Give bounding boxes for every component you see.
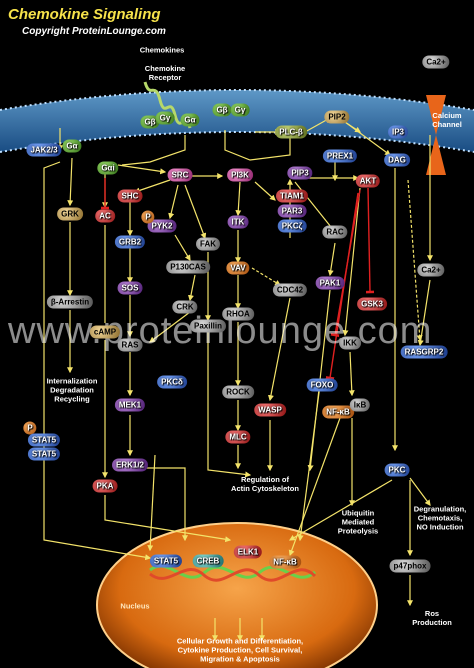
- ikb-node: IκB: [349, 398, 371, 412]
- phospho-node: P: [141, 210, 155, 224]
- pkc-delta-node: PKCδ: [157, 375, 187, 389]
- rac-node: RAC: [322, 225, 348, 239]
- g-beta2-node: Gβ: [212, 103, 232, 117]
- ip3-node: IP3: [387, 125, 409, 139]
- foxo-node: FOXO: [306, 378, 338, 392]
- paxillin-node: Paxillin: [189, 319, 227, 333]
- nuclear-nfkb-node: NF-κB: [269, 555, 301, 569]
- crk-node: CRK: [172, 300, 198, 314]
- dag-node: DAG: [384, 153, 410, 167]
- nuclear-elk1-node: ELK1: [233, 545, 263, 559]
- g-alpha-i-node: Gαi: [97, 161, 119, 175]
- chemokine-receptor-label: Chemokine Receptor: [144, 64, 186, 82]
- sos-node: SOS: [117, 281, 143, 295]
- mlc-node: MLC: [225, 430, 251, 444]
- g-gamma2-node: Gγ: [230, 103, 250, 117]
- pi3k-node: PI3K: [227, 168, 253, 182]
- calcium-channel-label: Calcium Channel: [432, 111, 462, 129]
- nuclear-creb-node: CREB: [192, 554, 224, 568]
- ras-node: RAS: [117, 338, 143, 352]
- pkc-node: PKC: [384, 463, 410, 477]
- pip3-node: PIP3: [287, 166, 313, 180]
- plcb-node: PLC-β: [275, 125, 307, 139]
- chemokines-label: Chemokines: [139, 45, 185, 55]
- degranulation-label: Degranulation, Chemotaxis, NO Induction: [413, 504, 467, 532]
- rock-node: ROCK: [222, 385, 254, 399]
- erk-node: ERK1/2: [111, 458, 149, 472]
- pka-node: PKA: [92, 479, 118, 493]
- nfkb-node: NF-κB: [322, 405, 354, 419]
- gsk3-node: GSK3: [357, 297, 387, 311]
- p47phox-node: p47phox: [389, 559, 431, 573]
- grk-node: GRK: [57, 207, 83, 221]
- pak1-node: PAK1: [315, 276, 345, 290]
- shc-node: SHC: [117, 189, 143, 203]
- stat5-node-b: STAT5: [27, 447, 61, 461]
- internalization-label: Internalization Degradation Recycling: [46, 376, 98, 404]
- diagram-title: Chemokine Signaling: [8, 6, 161, 23]
- itk-node: ITK: [227, 215, 249, 229]
- camp-node: cAMP: [89, 325, 121, 339]
- fak-node: FAK: [196, 237, 220, 251]
- par3-node: PAR3: [277, 204, 307, 218]
- g-alpha-node: Gα: [62, 139, 82, 153]
- cdc42-node: CDC42: [272, 283, 308, 297]
- ikk-node: IKK: [339, 336, 361, 350]
- g-gamma-node: Gγ: [155, 111, 175, 125]
- pkc-zeta-node: PKCζ: [277, 219, 307, 233]
- grb2-node: GRB2: [114, 235, 146, 249]
- nucleus-label: Nucleus: [120, 601, 150, 611]
- g-alpha-membrane-node: Gα: [180, 113, 200, 127]
- pyk2-node: PYK2: [147, 219, 177, 233]
- wasp-node: WASP: [254, 403, 286, 417]
- stat5-phospho-node: P: [23, 421, 37, 435]
- ros-production-label: Ros Production: [412, 609, 452, 627]
- pip2-node: PIP2: [324, 110, 350, 124]
- actin-regulation-label: Regulation of Actin Cytoskeleton: [231, 475, 299, 493]
- nuclear-stat5-node: STAT5: [149, 554, 183, 568]
- prex1-node: PREX1: [322, 149, 358, 163]
- g-beta-node: Gβ: [140, 115, 160, 129]
- akt-node: AKT: [355, 174, 381, 188]
- mek1-node: MEK1: [114, 398, 146, 412]
- src-node: SRC: [167, 168, 193, 182]
- copyright-text: Copyright ProteinLounge.com: [22, 26, 166, 37]
- nuclear-outcome-label: Cellular Growth and Differentiation, Cyt…: [176, 636, 304, 664]
- ca-extracellular: Ca2+: [422, 55, 450, 69]
- calcium-channel: [426, 95, 446, 175]
- tiam1-node: TIAM1: [276, 189, 308, 203]
- rhoa-node: RHOA: [222, 307, 254, 321]
- stat5-node-a: STAT5: [27, 433, 61, 447]
- ca-intracellular: Ca2+: [417, 263, 445, 277]
- beta-arrestin-node: β-Arrestin: [46, 295, 94, 309]
- jak-node: JAK2/3: [26, 143, 62, 157]
- rasgrp2-node: RASGRP2: [400, 345, 448, 359]
- vav-node: VAV: [226, 261, 250, 275]
- p130cas-node: P130CAS: [166, 260, 210, 274]
- ac-node: AC: [95, 209, 115, 223]
- ubiquitin-proteolysis-label: Ubiquitin Mediated Proteolysis: [337, 508, 379, 536]
